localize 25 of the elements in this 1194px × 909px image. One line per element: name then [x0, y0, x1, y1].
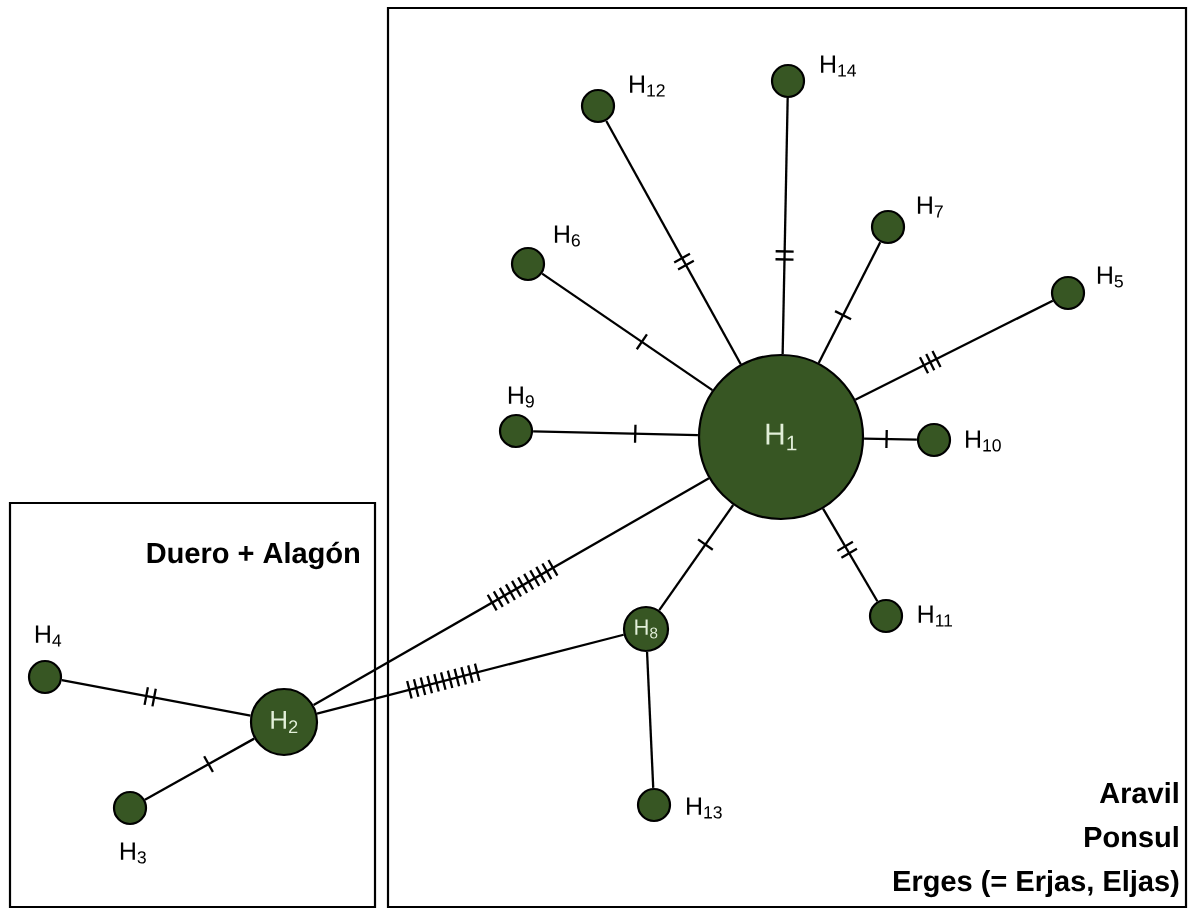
network-line: [533, 424, 698, 443]
network-line: [316, 633, 624, 715]
network-line: [854, 299, 1054, 401]
node-label: H$_{12}$: [630, 75, 665, 97]
network-line: [658, 504, 735, 611]
node-label: H$_{14}$: [821, 55, 856, 77]
node-label: H$_{11}$: [918, 605, 953, 627]
node-label: H$_{10}$: [966, 430, 1001, 452]
node-label: H$_{4}$: [35, 625, 62, 647]
network-line: [61, 679, 251, 717]
network-line: [144, 737, 255, 801]
node-label: H$_{5}$: [1097, 266, 1123, 288]
node-label: H$_{3}$: [120, 842, 146, 864]
network-line: [822, 508, 879, 602]
node-label: H$_{9}$: [508, 386, 534, 408]
node-label: H$_{7}$: [917, 196, 943, 218]
network-line: [774, 98, 795, 354]
network-line: [817, 241, 882, 364]
network-line: [864, 430, 917, 449]
network-line: [313, 477, 710, 707]
network-line: [605, 120, 742, 365]
network-line: [645, 652, 655, 788]
node-label: H$_{13}$: [687, 797, 722, 819]
network-line: [541, 272, 714, 392]
node-label: H$_{6}$: [554, 225, 580, 247]
